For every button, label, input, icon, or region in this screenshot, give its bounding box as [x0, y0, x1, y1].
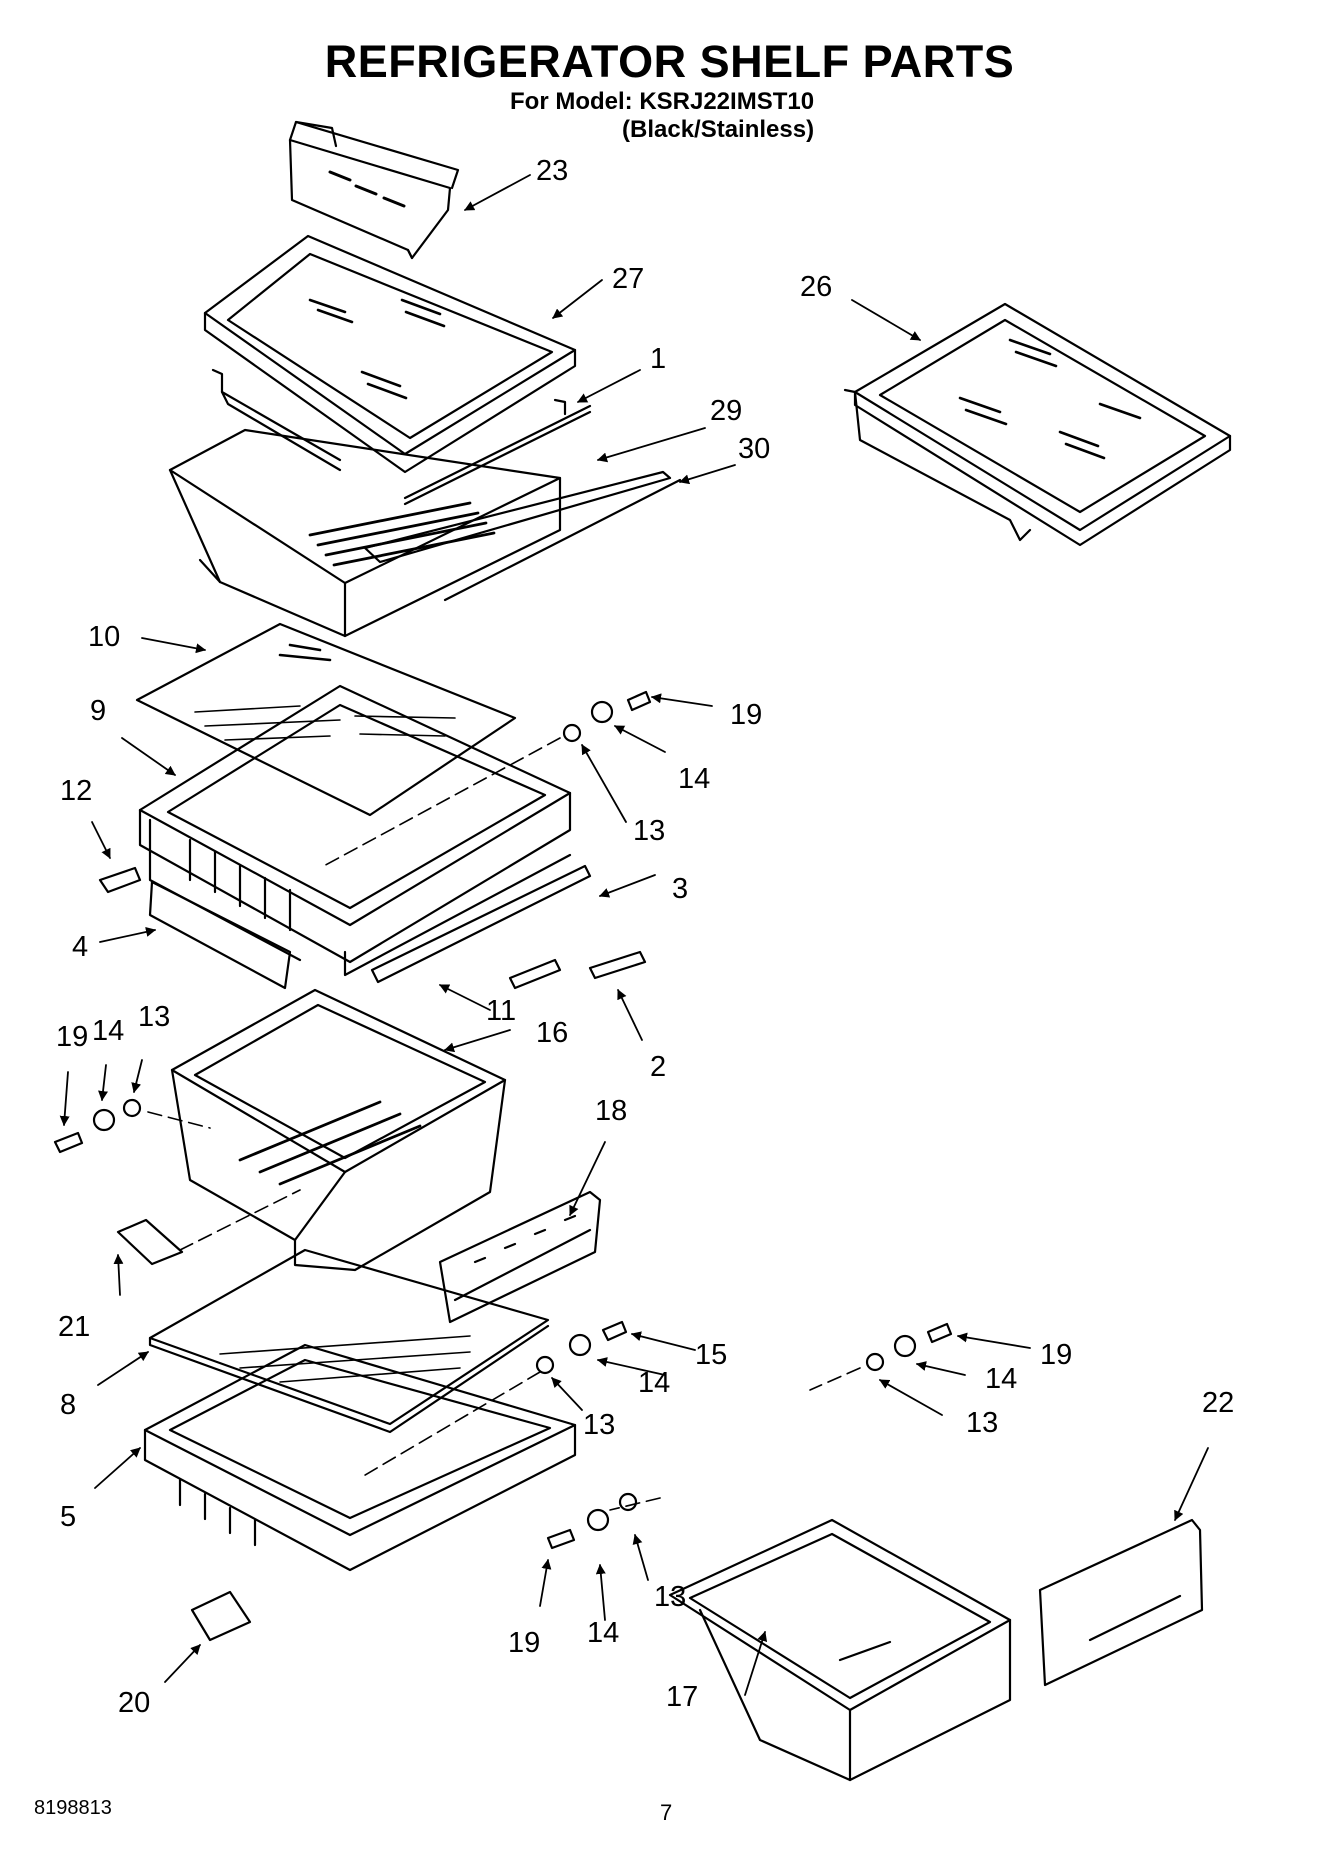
callout-26: 26 [800, 271, 832, 303]
callout-1: 1 [650, 343, 666, 375]
callout-30: 30 [738, 433, 770, 465]
page-title: REFRIGERATOR SHELF PARTS [324, 36, 1015, 87]
callout-3: 3 [672, 873, 688, 905]
part-21-clip-drawing [116, 1218, 184, 1266]
callout-14-e: 14 [587, 1617, 619, 1649]
model-variant: (Black/Stainless) [622, 116, 815, 143]
callout-5: 5 [60, 1501, 76, 1533]
part-30-rail-drawing [363, 470, 682, 602]
part-27-glass-shelf-drawing [203, 234, 577, 474]
part-8-glass-shelf-drawing [148, 1248, 550, 1434]
part-10-glass-shelf-drawing [135, 622, 517, 817]
callout-19-b: 19 [56, 1021, 88, 1053]
callout-14-d: 14 [985, 1363, 1017, 1395]
callout-19-c: 19 [1040, 1339, 1072, 1371]
callout-13-c: 13 [583, 1409, 615, 1441]
callout-14-c: 14 [638, 1367, 670, 1399]
part-26-glass-shelf-drawing [843, 302, 1232, 547]
callout-22: 22 [1202, 1387, 1234, 1419]
callout-13-d: 13 [966, 1407, 998, 1439]
document-number: 8198813 [34, 1797, 112, 1819]
callout-11: 11 [486, 995, 516, 1027]
leader-arrows [59, 174, 1209, 1696]
callout-2: 2 [650, 1051, 666, 1083]
page-number: 7 [660, 1800, 673, 1825]
model-number: For Model: KSRJ22IMST10 [510, 88, 815, 115]
part-18-drawer-front-drawing [438, 1190, 602, 1324]
part-5-shelf-frame-drawing [143, 1343, 577, 1572]
upper-crisper-drawing [168, 428, 562, 638]
callout-23: 23 [536, 155, 568, 187]
callout-19-d: 19 [508, 1627, 540, 1659]
callout-9: 9 [90, 695, 106, 727]
part-9-shelf-frame-drawing [138, 684, 572, 977]
part-23-bin-drawing [288, 120, 460, 260]
part-20-clip-drawing [190, 1590, 252, 1642]
callout-27: 27 [612, 263, 644, 295]
part-number-callouts: 23 27 26 1 29 30 10 19 9 14 12 13 3 4 11… [56, 155, 1234, 1719]
callout-13-a: 13 [633, 815, 665, 847]
callout-20: 20 [118, 1687, 150, 1719]
callout-14-a: 14 [678, 763, 710, 795]
callout-13-e: 13 [654, 1581, 686, 1613]
callout-13-b: 13 [138, 1001, 170, 1033]
callout-18: 18 [595, 1095, 627, 1127]
fastener-drawings [53, 690, 953, 1550]
callout-15: 15 [695, 1339, 727, 1371]
callout-4: 4 [72, 931, 88, 963]
part-1-29-rails-drawing [211, 368, 592, 506]
callout-17: 17 [666, 1681, 698, 1713]
part-22-drawer-front-drawing [1038, 1518, 1204, 1687]
callout-8: 8 [60, 1389, 76, 1421]
callout-10: 10 [88, 621, 120, 653]
callout-19-a: 19 [730, 699, 762, 731]
callout-14-b: 14 [92, 1015, 124, 1047]
callout-21: 21 [58, 1311, 90, 1343]
callout-29: 29 [710, 395, 742, 427]
alignment-lines [147, 737, 861, 1511]
part-16-crisper-bin-drawing [170, 988, 507, 1272]
part-12-4-clips-drawing [98, 866, 292, 990]
part-3-11-2-trim-drawing [370, 864, 647, 990]
callout-16: 16 [536, 1017, 568, 1049]
part-17-crisper-bin-drawing [668, 1518, 1012, 1782]
callout-12: 12 [60, 775, 92, 807]
